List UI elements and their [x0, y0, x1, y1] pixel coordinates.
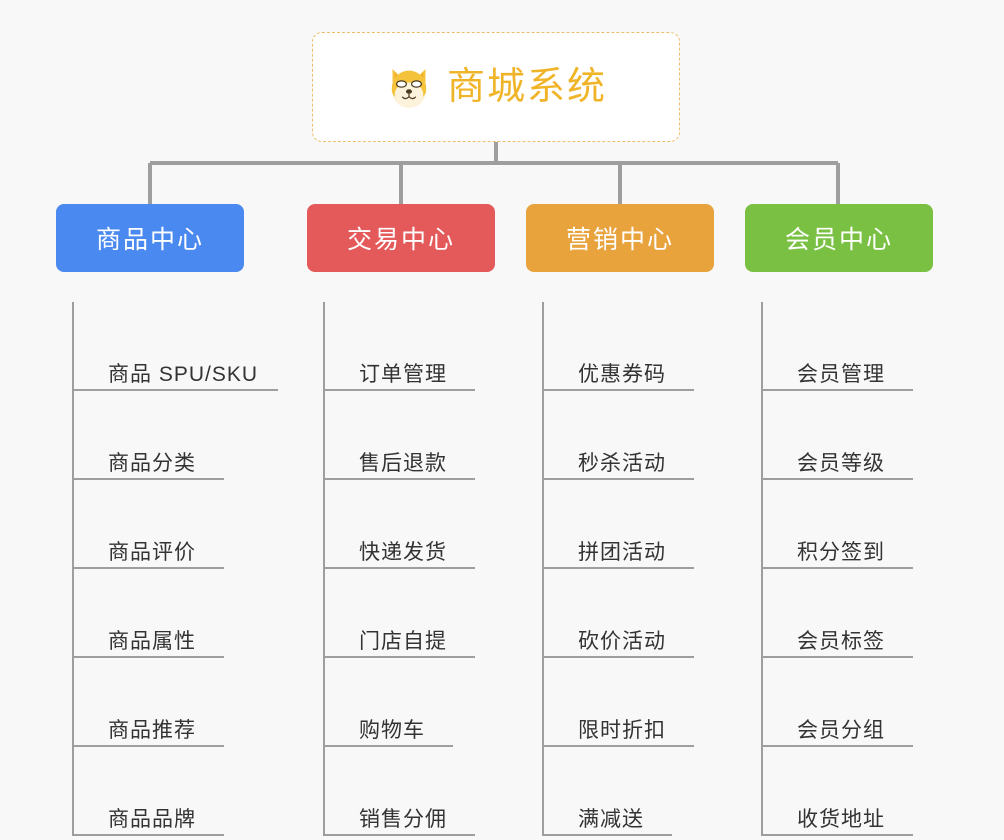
branch-header-3[interactable]: 会员中心 [745, 204, 933, 272]
leaf-item[interactable]: 订单管理 [325, 302, 495, 391]
leaf-label: 商品品牌 [108, 807, 196, 831]
leaf-label: 会员等级 [797, 451, 885, 475]
leaf-item[interactable]: 满减送 [544, 747, 714, 836]
branch-member-center: 会员中心 会员管理 会员等级 积分签到 会员标签 会员分组 收货地址 [745, 204, 933, 836]
leaf-item[interactable]: 会员管理 [763, 302, 933, 391]
leaf-label: 商品分类 [108, 451, 196, 475]
root-node-mall-system[interactable]: 商城系统 [312, 32, 680, 142]
branch-items-3: 会员管理 会员等级 积分签到 会员标签 会员分组 收货地址 [761, 302, 933, 836]
leaf-item[interactable]: 商品 SPU/SKU [74, 302, 278, 391]
branch-marketing-center: 营销中心 优惠券码 秒杀活动 拼团活动 砍价活动 限时折扣 满减送 [526, 204, 714, 836]
leaf-item[interactable]: 会员标签 [763, 569, 933, 658]
branch-product-center: 商品中心 商品 SPU/SKU 商品分类 商品评价 商品属性 商品推荐 商品品牌 [56, 204, 278, 836]
leaf-item[interactable]: 商品品牌 [74, 747, 244, 836]
leaf-label: 门店自提 [359, 629, 447, 653]
leaf-label: 商品推荐 [108, 718, 196, 742]
leaf-label: 会员分组 [797, 718, 885, 742]
branch-items-0: 商品 SPU/SKU 商品分类 商品评价 商品属性 商品推荐 商品品牌 [72, 302, 278, 836]
leaf-item[interactable]: 秒杀活动 [544, 391, 714, 480]
leaf-item[interactable]: 快递发货 [325, 480, 495, 569]
leaf-label: 优惠券码 [578, 362, 666, 386]
branch-header-label-0: 商品中心 [95, 226, 204, 254]
leaf-item[interactable]: 商品推荐 [74, 658, 244, 747]
leaf-label: 销售分佣 [359, 807, 447, 831]
leaf-label: 拼团活动 [578, 540, 666, 564]
leaf-label: 订单管理 [359, 362, 447, 386]
branch-items-1: 订单管理 售后退款 快递发货 门店自提 购物车 销售分佣 [323, 302, 495, 836]
leaf-label: 购物车 [359, 718, 425, 742]
branch-columns: 商品中心 商品 SPU/SKU 商品分类 商品评价 商品属性 商品推荐 商品品牌… [0, 204, 1004, 836]
leaf-label: 秒杀活动 [578, 451, 666, 475]
leaf-item[interactable]: 会员分组 [763, 658, 933, 747]
branch-trade-center: 交易中心 订单管理 售后退款 快递发货 门店自提 购物车 销售分佣 [307, 204, 495, 836]
branch-header-2[interactable]: 营销中心 [526, 204, 714, 272]
dog-face-icon [391, 69, 427, 108]
branch-header-0[interactable]: 商品中心 [56, 204, 244, 272]
root-title: 商城系统 [446, 66, 607, 108]
branch-items-2: 优惠券码 秒杀活动 拼团活动 砍价活动 限时折扣 满减送 [542, 302, 714, 836]
leaf-item[interactable]: 优惠券码 [544, 302, 714, 391]
leaf-item[interactable]: 砍价活动 [544, 569, 714, 658]
leaf-label: 积分签到 [797, 540, 885, 564]
leaf-label: 商品 SPU/SKU [108, 362, 259, 386]
branch-header-1[interactable]: 交易中心 [307, 204, 495, 272]
leaf-item[interactable]: 商品分类 [74, 391, 244, 480]
leaf-item[interactable]: 限时折扣 [544, 658, 714, 747]
leaf-label: 限时折扣 [578, 718, 666, 742]
leaf-label: 售后退款 [359, 451, 447, 475]
leaf-label: 商品评价 [108, 540, 196, 564]
leaf-item[interactable]: 销售分佣 [325, 747, 495, 836]
branch-header-label-3: 会员中心 [784, 226, 893, 254]
leaf-label: 砍价活动 [578, 629, 666, 653]
leaf-label: 会员管理 [797, 362, 885, 386]
leaf-label: 商品属性 [108, 629, 196, 653]
leaf-label: 满减送 [578, 807, 644, 831]
leaf-item[interactable]: 拼团活动 [544, 480, 714, 569]
leaf-item[interactable]: 积分签到 [763, 480, 933, 569]
branch-header-label-1: 交易中心 [346, 226, 455, 254]
leaf-item[interactable]: 商品属性 [74, 569, 244, 658]
leaf-item[interactable]: 会员等级 [763, 391, 933, 480]
branch-header-label-2: 营销中心 [565, 226, 674, 254]
leaf-item[interactable]: 购物车 [325, 658, 495, 747]
leaf-label: 收货地址 [797, 807, 885, 831]
leaf-item[interactable]: 收货地址 [763, 747, 933, 836]
leaf-label: 会员标签 [797, 629, 885, 653]
leaf-label: 快递发货 [359, 540, 447, 564]
leaf-item[interactable]: 商品评价 [74, 480, 244, 569]
leaf-item[interactable]: 售后退款 [325, 391, 495, 480]
leaf-item[interactable]: 门店自提 [325, 569, 495, 658]
